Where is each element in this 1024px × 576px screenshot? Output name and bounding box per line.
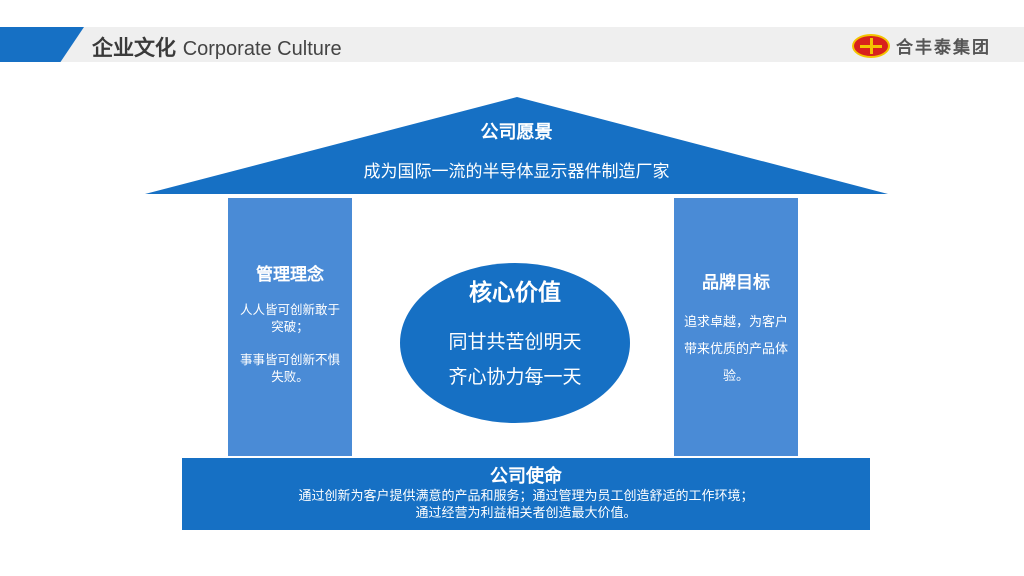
core-title: 核心价值 [469, 280, 561, 306]
vision-text: 成为国际一流的半导体显示器件制造厂家 [363, 162, 670, 182]
core-line: 齐心协力每一天 [448, 366, 582, 388]
page-title: 企业文化 Corporate Culture [92, 32, 342, 62]
management-title: 管理理念 [256, 265, 324, 285]
mission-line: 通过经营为利益相关者创造最大价值。 [415, 506, 637, 521]
mission-base: 公司使命 通过创新为客户提供满意的产品和服务；通过管理为员工创造舒适的工作环境；… [182, 458, 870, 530]
mission-title: 公司使命 [490, 466, 562, 487]
company-logo: 合丰泰集团 [852, 33, 991, 58]
logo-text: 合丰泰集团 [896, 38, 991, 58]
core-values-ellipse: 核心价值 同甘共苦创明天 齐心协力每一天 [400, 263, 630, 423]
brand-title: 品牌目标 [702, 273, 770, 293]
brand-pillar: 品牌目标 追求卓越，为客户带来优质的产品体验。 [674, 198, 798, 456]
title-cn: 企业文化 [92, 36, 176, 60]
management-pillar: 管理理念 人人皆可创新敢于突破； 事事皆可创新不惧失败。 [228, 198, 352, 456]
vision-title: 公司愿景 [480, 122, 553, 143]
management-line: 事事皆可创新不惧失败。 [239, 352, 340, 384]
title-en: Corporate Culture [182, 38, 342, 60]
logo-icon [852, 33, 890, 58]
brand-text: 追求卓越，为客户带来优质的产品体验。 [683, 315, 788, 384]
core-line: 同甘共苦创明天 [448, 331, 582, 353]
mission-line: 通过创新为客户提供满意的产品和服务；通过管理为员工创造舒适的工作环境； [298, 489, 754, 504]
management-line: 人人皆可创新敢于突破； [239, 302, 340, 334]
